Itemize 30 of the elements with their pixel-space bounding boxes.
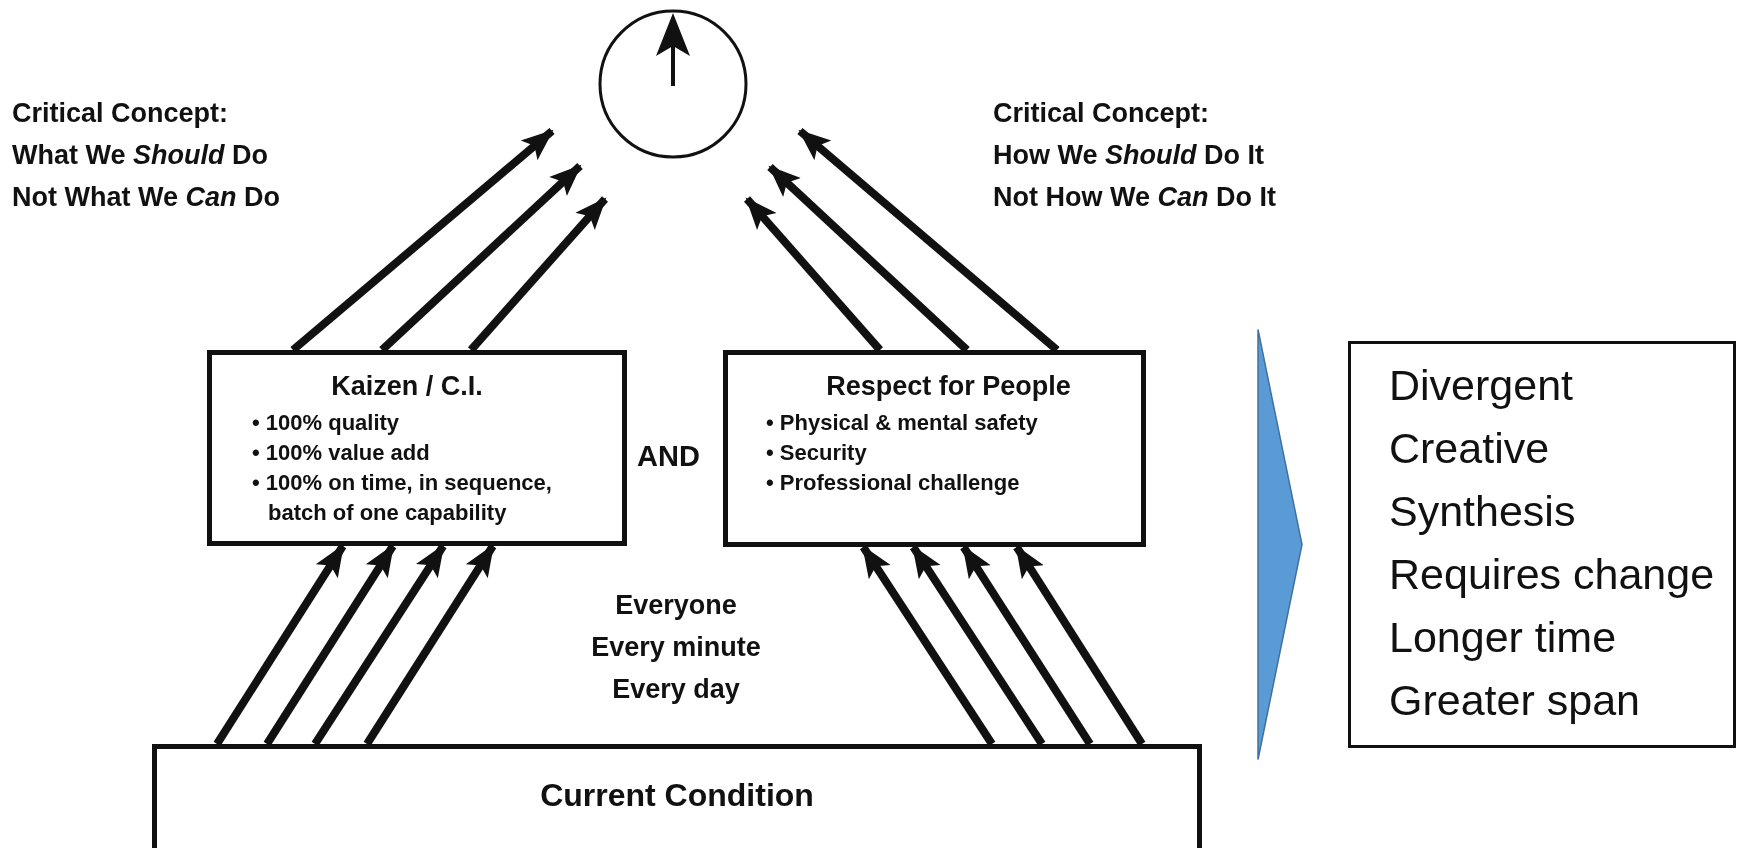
list-item: Divergent [1389, 360, 1575, 411]
box-title: Current Condition [540, 776, 814, 814]
list-item: Greater span [1389, 675, 1641, 726]
bullet-item: • Physical & mental safety [766, 409, 1039, 437]
process-box [723, 350, 1146, 547]
note-text: Every day [612, 674, 740, 705]
list-item: Synthesis [1389, 486, 1577, 537]
list-item: Creative [1389, 423, 1551, 474]
note-text: Everyone [615, 590, 737, 621]
box-title: Respect for People [825, 371, 1072, 402]
process-box [152, 744, 1202, 848]
heading: How We Should Do It [993, 140, 1264, 171]
box-title: Kaizen / C.I. [330, 371, 484, 402]
heading: Not How We Can Do It [993, 182, 1276, 213]
bullet-item: • 100% quality [252, 409, 401, 437]
conjunction-label: AND [637, 440, 700, 473]
process-box [207, 350, 627, 546]
bullet-item: • Security [766, 439, 868, 467]
heading: Critical Concept: [12, 98, 229, 129]
heading: Not What We Can Do [12, 182, 280, 213]
text-box [1348, 341, 1736, 748]
chevron-arrow [1257, 328, 1303, 761]
bullet-item: • Professional challenge [766, 469, 1021, 497]
bullet-item: • 100% on time, in sequence, batch of one capability [252, 469, 553, 527]
list-item: Longer time [1389, 612, 1618, 663]
heading: What We Should Do [12, 140, 268, 171]
list-item: Requires change [1389, 549, 1716, 600]
heading: Critical Concept: [993, 98, 1210, 129]
bullet-item: • 100% value add [252, 439, 431, 467]
note-text: Every minute [591, 632, 761, 663]
